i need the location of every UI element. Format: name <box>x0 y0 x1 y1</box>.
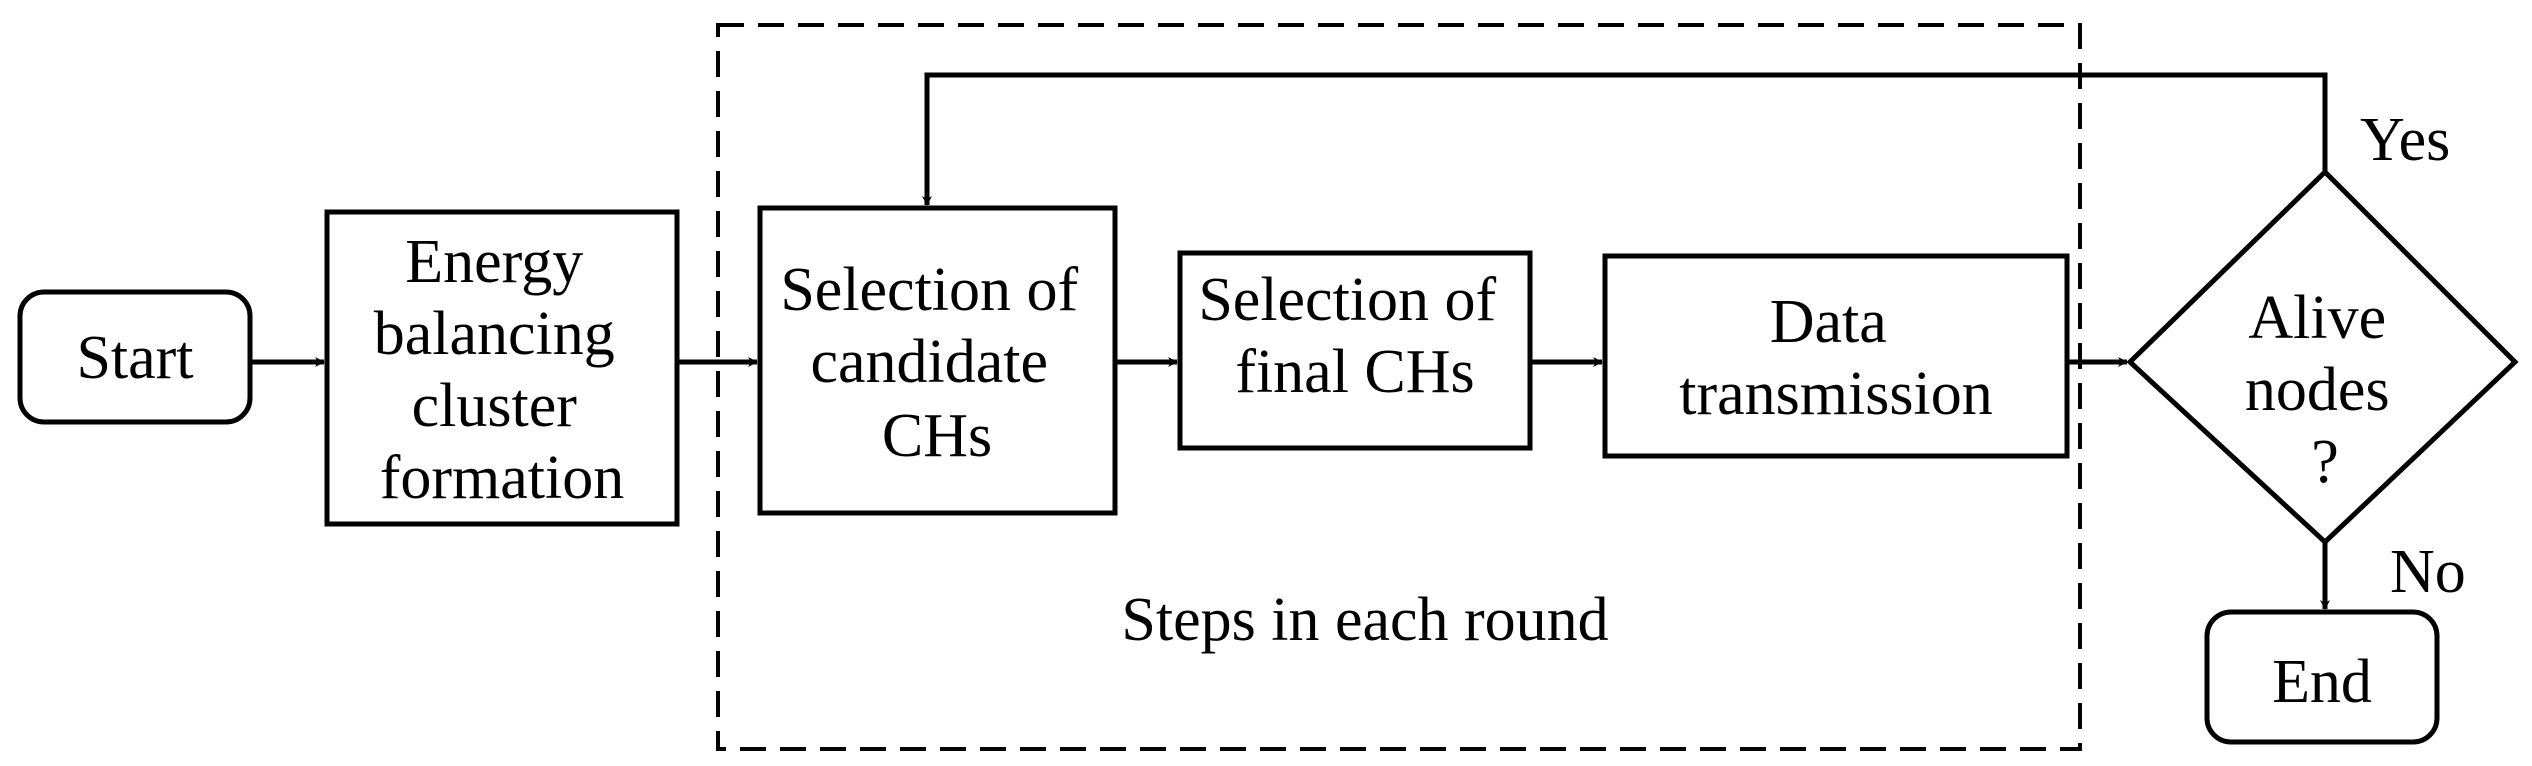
final-label: Selection of final CHs <box>1198 266 1511 406</box>
round-container <box>716 23 2082 751</box>
end-label: End <box>2272 648 2372 716</box>
candidate-label: Selection of candidate CHs <box>780 256 1093 470</box>
data-transmission-box <box>1602 253 2070 459</box>
energy-label: Energy balancing cluster formation <box>374 228 631 512</box>
decision-label: Alive nodes ? <box>2245 284 2405 496</box>
energy-balancing-box <box>324 209 680 527</box>
yes-label: Yes <box>2360 106 2450 174</box>
data-label: Data transmission <box>1679 288 1992 428</box>
start-label: Start <box>76 324 193 392</box>
end-node <box>2204 609 2440 745</box>
round-label: Steps in each round <box>1121 586 1608 654</box>
start-node <box>17 289 253 425</box>
no-label: No <box>2390 538 2466 606</box>
arrow-yes-loop <box>922 72 2328 206</box>
candidate-ch-box <box>757 205 1118 516</box>
final-ch-box <box>1177 250 1533 451</box>
